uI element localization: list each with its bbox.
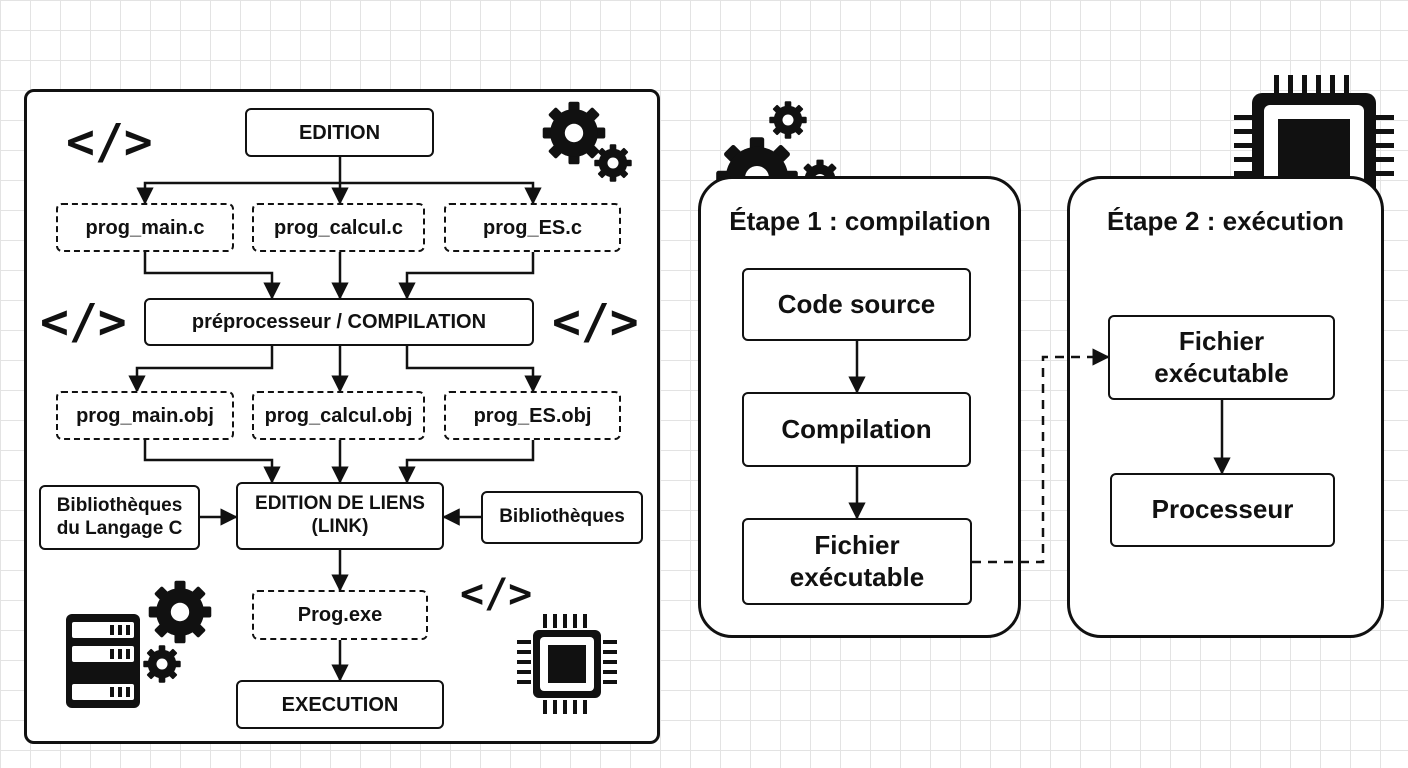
stage1-exe-line2: exécutable bbox=[789, 561, 925, 592]
link-line1: EDITION DE LIENS bbox=[255, 493, 425, 515]
code-source-box: Code source bbox=[742, 268, 971, 341]
object-file-main: prog_main.obj bbox=[56, 391, 234, 440]
object-file-calcul: prog_calcul.obj bbox=[252, 391, 425, 440]
c-libraries-line2: du Langage C bbox=[56, 517, 183, 539]
code-icon: </> bbox=[460, 571, 533, 617]
cpu-chip-icon bbox=[517, 614, 617, 714]
arrow-main-to-compile bbox=[143, 252, 281, 300]
gear-icon bbox=[148, 580, 212, 644]
stage2-title: Étape 2 : exécution bbox=[1107, 206, 1344, 236]
stage1-title: Étape 1 : compilation bbox=[729, 206, 991, 236]
arrow-compile-to-es-obj bbox=[405, 346, 542, 393]
execution-box: EXECUTION bbox=[236, 680, 444, 729]
arrow-stage1-to-stage2 bbox=[972, 348, 1110, 564]
edition-box: EDITION bbox=[245, 108, 434, 157]
c-libraries-line1: Bibliothèques bbox=[56, 494, 183, 516]
link-edition-box: EDITION DE LIENS (LINK) bbox=[236, 482, 444, 550]
source-file-main: prog_main.c bbox=[56, 203, 234, 252]
gear-icon bbox=[594, 144, 632, 182]
stage2-executable-box: Fichier exécutable bbox=[1108, 315, 1335, 400]
gear-icon bbox=[143, 645, 181, 683]
stage2-exe-line2: exécutable bbox=[1154, 357, 1289, 388]
stage2-panel bbox=[1067, 176, 1384, 638]
compilation-step-box: Compilation bbox=[742, 392, 971, 467]
stage2-exe-line1: Fichier bbox=[1178, 326, 1265, 357]
source-file-es: prog_ES.c bbox=[444, 203, 621, 252]
libraries-box: Bibliothèques bbox=[481, 491, 643, 544]
arrow-es-obj-to-link bbox=[398, 440, 535, 484]
link-line2: (LINK) bbox=[311, 516, 369, 537]
object-file-es: prog_ES.obj bbox=[444, 391, 621, 440]
processor-box: Processeur bbox=[1110, 473, 1335, 547]
arrow-main-obj-to-link bbox=[143, 440, 281, 484]
stage1-executable-box: Fichier exécutable bbox=[742, 518, 972, 605]
code-icon: </> bbox=[552, 294, 639, 350]
arrow-compile-to-main-obj bbox=[128, 346, 274, 393]
stage1-exe-line1: Fichier bbox=[814, 530, 900, 561]
arrow-edition-right bbox=[340, 181, 542, 205]
compilation-box: préprocesseur / COMPILATION bbox=[144, 298, 534, 346]
arrow-es-to-compile bbox=[398, 252, 535, 300]
code-icon: </> bbox=[66, 114, 153, 170]
gear-icon bbox=[542, 101, 606, 165]
source-file-calcul: prog_calcul.c bbox=[252, 203, 425, 252]
exe-file-box: Prog.exe bbox=[252, 590, 428, 640]
c-language-libraries-box: Bibliothèques du Langage C bbox=[39, 485, 200, 550]
code-icon: </> bbox=[40, 294, 127, 350]
server-icon bbox=[66, 614, 140, 708]
arrow-edition-left bbox=[136, 181, 340, 205]
